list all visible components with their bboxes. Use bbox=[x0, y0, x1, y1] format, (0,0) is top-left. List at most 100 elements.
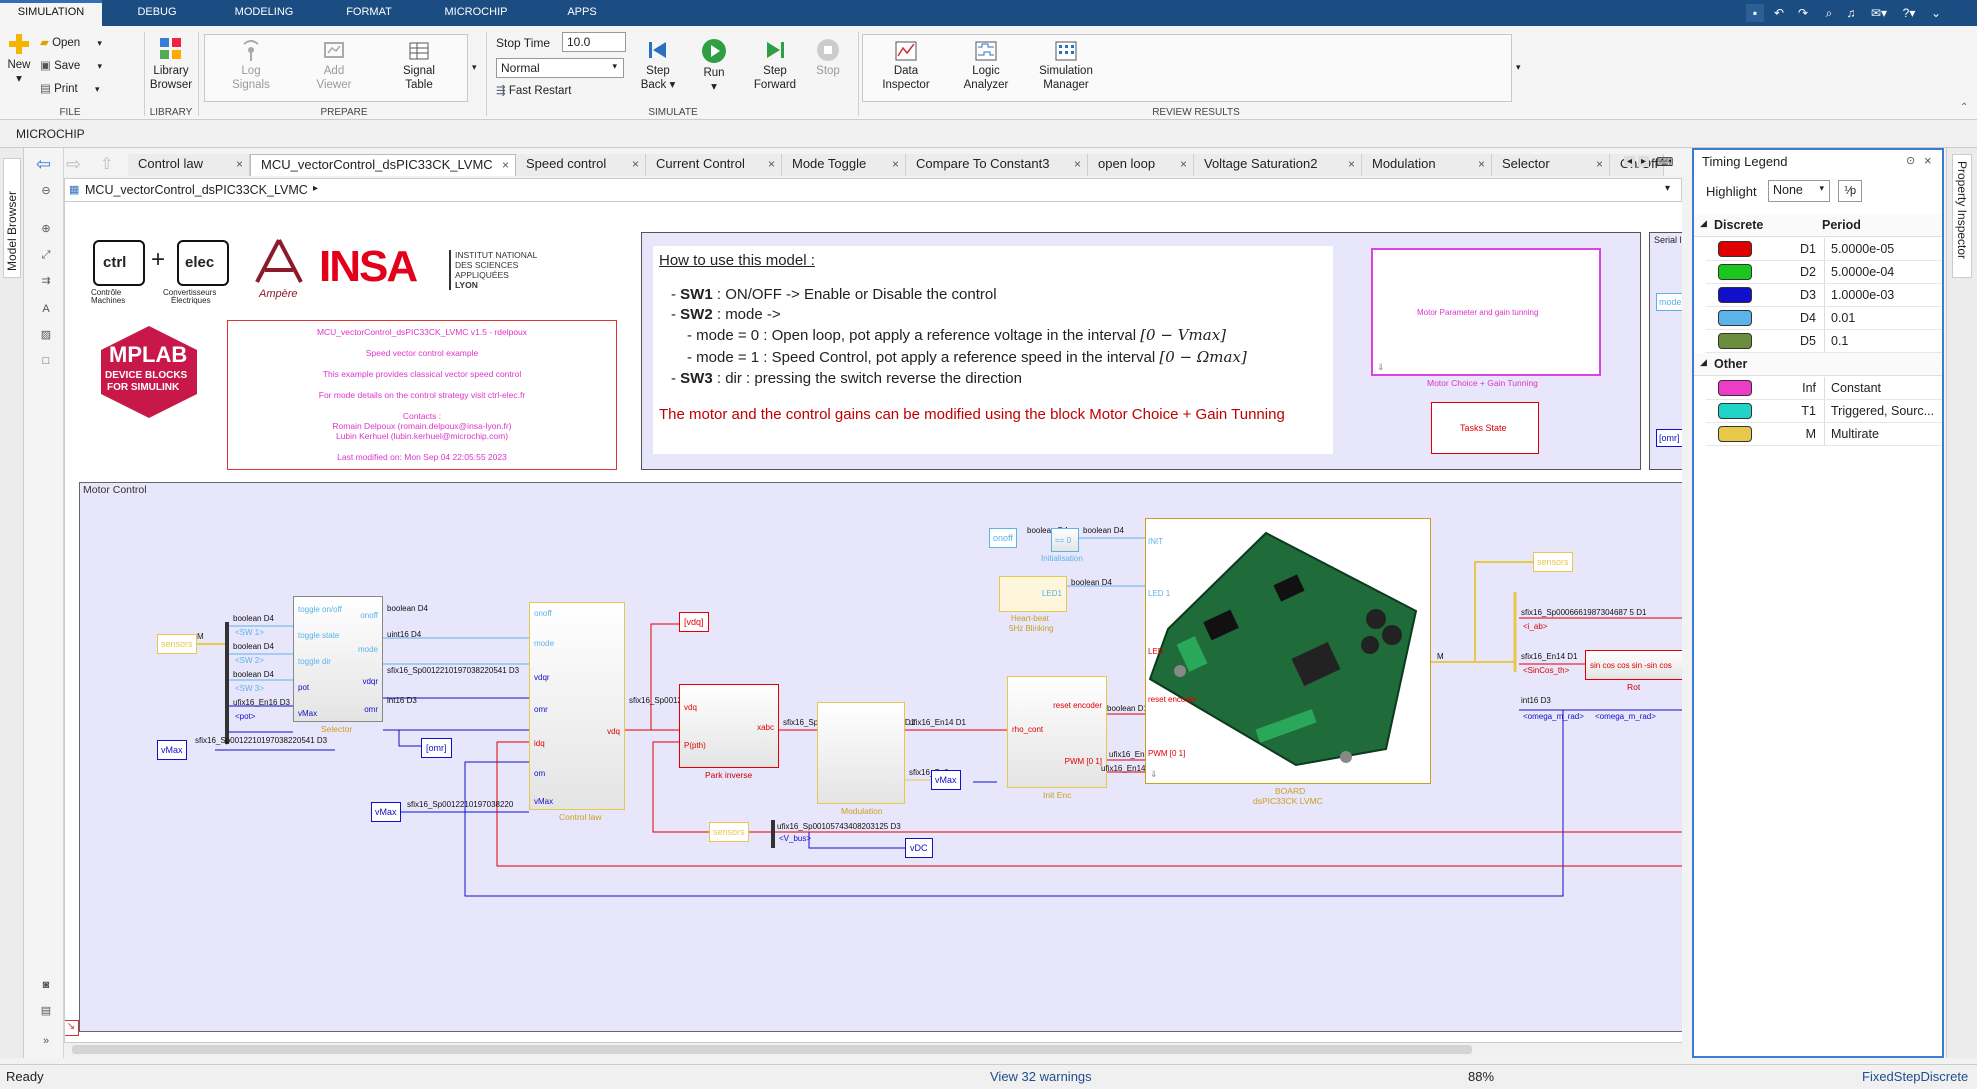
howto-annotation[interactable]: How to use this model : - SW1 : ON/OFF -… bbox=[653, 246, 1333, 454]
expand-palette-icon[interactable]: » bbox=[42, 1035, 50, 1047]
tab-scroll-left-icon[interactable]: ◂ bbox=[1624, 156, 1636, 167]
onoff-from-tag[interactable]: onoff bbox=[989, 528, 1017, 548]
explorer-bar-icon[interactable]: ↘ bbox=[65, 1020, 79, 1036]
tab-voltage-saturation2[interactable]: Voltage Saturation2× bbox=[1194, 154, 1362, 176]
serial-link-area[interactable]: Serial li mode [omr] bbox=[1649, 232, 1682, 470]
fit-view-icon[interactable]: ⤢ bbox=[41, 249, 51, 261]
community-icon[interactable]: ✉▾ bbox=[1870, 6, 1888, 20]
tab-compare-to-constant3[interactable]: Compare To Constant3× bbox=[906, 154, 1088, 176]
zoom-level[interactable]: 88% bbox=[1468, 1069, 1495, 1084]
motor-choice-block[interactable]: Motor Parameter and gain tunning ⇓ bbox=[1371, 248, 1601, 376]
tab-open-loop[interactable]: open loop× bbox=[1088, 154, 1194, 176]
info-annotation[interactable]: MCU_vectorControl_dsPIC33CK_LVMC v1.5 - … bbox=[227, 320, 617, 470]
close-icon[interactable]: × bbox=[891, 157, 899, 171]
help-icon[interactable]: ?▾ bbox=[1902, 6, 1916, 20]
close-icon[interactable]: × bbox=[1924, 153, 1932, 168]
scroll-thumb[interactable] bbox=[72, 1045, 1472, 1054]
close-icon[interactable]: × bbox=[501, 158, 509, 172]
close-icon[interactable]: × bbox=[235, 157, 243, 171]
stop-button[interactable]: Stop bbox=[812, 38, 844, 78]
keyboard-icon[interactable]: ⌨ bbox=[1656, 155, 1674, 169]
highlight-select[interactable]: None▾ bbox=[1768, 180, 1830, 202]
bus-selector[interactable] bbox=[771, 820, 775, 848]
close-icon[interactable]: × bbox=[1347, 157, 1355, 171]
model-canvas[interactable]: ctrl Contrôle Machines + elec Convertiss… bbox=[64, 202, 1682, 1046]
omr-goto-tag[interactable]: [omr] bbox=[421, 738, 452, 758]
redo-icon[interactable]: ↷ bbox=[1797, 6, 1809, 20]
close-icon[interactable]: × bbox=[1179, 157, 1187, 171]
tab-scroll-right-icon[interactable]: ▸ bbox=[1638, 156, 1650, 167]
mode-goto-tag[interactable]: mode bbox=[1656, 293, 1682, 311]
collapse-ribbon-icon[interactable]: ⌃ bbox=[1960, 102, 1969, 113]
sensors-goto-tag[interactable]: sensors bbox=[1533, 552, 1573, 572]
tab-selector[interactable]: Selector× bbox=[1492, 154, 1610, 176]
tab-simulation[interactable]: SIMULATION bbox=[0, 0, 102, 26]
vmax-from-tag[interactable]: vMax bbox=[371, 802, 401, 822]
annotation-icon[interactable]: A bbox=[42, 303, 50, 315]
close-icon[interactable]: × bbox=[1477, 157, 1485, 171]
tab-apps[interactable]: APPS bbox=[567, 6, 597, 18]
camera-icon[interactable]: ◙ bbox=[42, 979, 50, 991]
omr-from-tag[interactable]: [omr] bbox=[1656, 429, 1682, 447]
rot-block[interactable]: sin cos cos sin -sin cos bbox=[1585, 650, 1682, 680]
tasks-state-block[interactable]: Tasks State bbox=[1431, 402, 1539, 454]
tab-control-law[interactable]: Control law× bbox=[128, 154, 250, 176]
back-arrow-icon[interactable]: ⇦ bbox=[36, 154, 52, 174]
vdc-goto-tag[interactable]: vDC bbox=[905, 838, 933, 858]
tab-current-control[interactable]: Current Control× bbox=[646, 154, 782, 176]
hide-browser-icon[interactable]: ⊖ bbox=[41, 185, 51, 197]
bus-selector[interactable] bbox=[225, 622, 229, 744]
minimize-icon[interactable]: ⊙ bbox=[1906, 155, 1916, 167]
close-icon[interactable]: × bbox=[1073, 157, 1081, 171]
tab-format[interactable]: FORMAT bbox=[346, 6, 392, 18]
tab-speed-control[interactable]: Speed control× bbox=[516, 154, 646, 176]
sensors-from-tag[interactable]: sensors bbox=[709, 822, 749, 842]
new-button[interactable]: New▾ bbox=[4, 32, 34, 86]
simulation-mode-select[interactable]: Normal▾ bbox=[496, 58, 624, 78]
selector-block[interactable]: toggle on/off toggle state toggle dir po… bbox=[293, 596, 383, 722]
park-inverse-block[interactable]: vdq P(pth) xabc bbox=[679, 684, 779, 768]
initialisation-block[interactable]: == 0 bbox=[1051, 528, 1079, 552]
breadcrumb-dropdown-icon[interactable]: ▾ bbox=[1665, 183, 1671, 194]
forward-arrow-icon[interactable]: ⇨ bbox=[66, 154, 82, 174]
model-browser-tab[interactable]: Model Browser bbox=[3, 158, 21, 278]
print-button[interactable]: ▤ Print ▾ bbox=[40, 83, 100, 95]
horizontal-scrollbar[interactable] bbox=[64, 1042, 1682, 1056]
board-block[interactable]: INIT LED 1 LED reset encoder PWM [0 1] ⇓ bbox=[1145, 518, 1431, 784]
chevron-down-icon[interactable]: ⌄ bbox=[1930, 6, 1942, 20]
report-icon[interactable]: ▤ bbox=[40, 1005, 52, 1017]
vdq-goto-tag[interactable]: [vdq] bbox=[679, 612, 709, 632]
property-inspector-tab[interactable]: Property Inspector bbox=[1952, 154, 1972, 278]
save-icon[interactable]: ▪ bbox=[1746, 4, 1764, 22]
collapse-icon[interactable]: ◢ bbox=[1700, 357, 1707, 367]
sensors-from-tag[interactable]: sensors bbox=[157, 634, 197, 654]
warnings-link[interactable]: View 32 warnings bbox=[990, 1069, 1092, 1084]
fast-restart-toggle[interactable]: ⇶ Fast Restart bbox=[496, 82, 571, 100]
up-arrow-icon[interactable]: ⇧ bbox=[100, 156, 114, 173]
heartbeat-block[interactable]: LED1 bbox=[999, 576, 1067, 612]
tab-mode-toggle[interactable]: Mode Toggle× bbox=[782, 154, 906, 176]
tab-debug[interactable]: DEBUG bbox=[137, 6, 177, 18]
close-icon[interactable]: × bbox=[631, 157, 639, 171]
control-law-block[interactable]: onoff mode vdqr omr idq om vMax vdq bbox=[529, 602, 625, 810]
discrete-header[interactable]: ◢ Discrete Period bbox=[1694, 214, 1942, 237]
tab-microchip[interactable]: MICROCHIP bbox=[444, 6, 508, 18]
tab-modulation[interactable]: Modulation× bbox=[1362, 154, 1492, 176]
fx-button[interactable]: ⅟p bbox=[1838, 180, 1862, 202]
arrow-icon[interactable]: ⇉ bbox=[41, 275, 51, 287]
modulation-block[interactable] bbox=[817, 702, 905, 804]
close-icon[interactable]: × bbox=[1595, 157, 1603, 171]
area-icon[interactable]: □ bbox=[42, 355, 50, 367]
